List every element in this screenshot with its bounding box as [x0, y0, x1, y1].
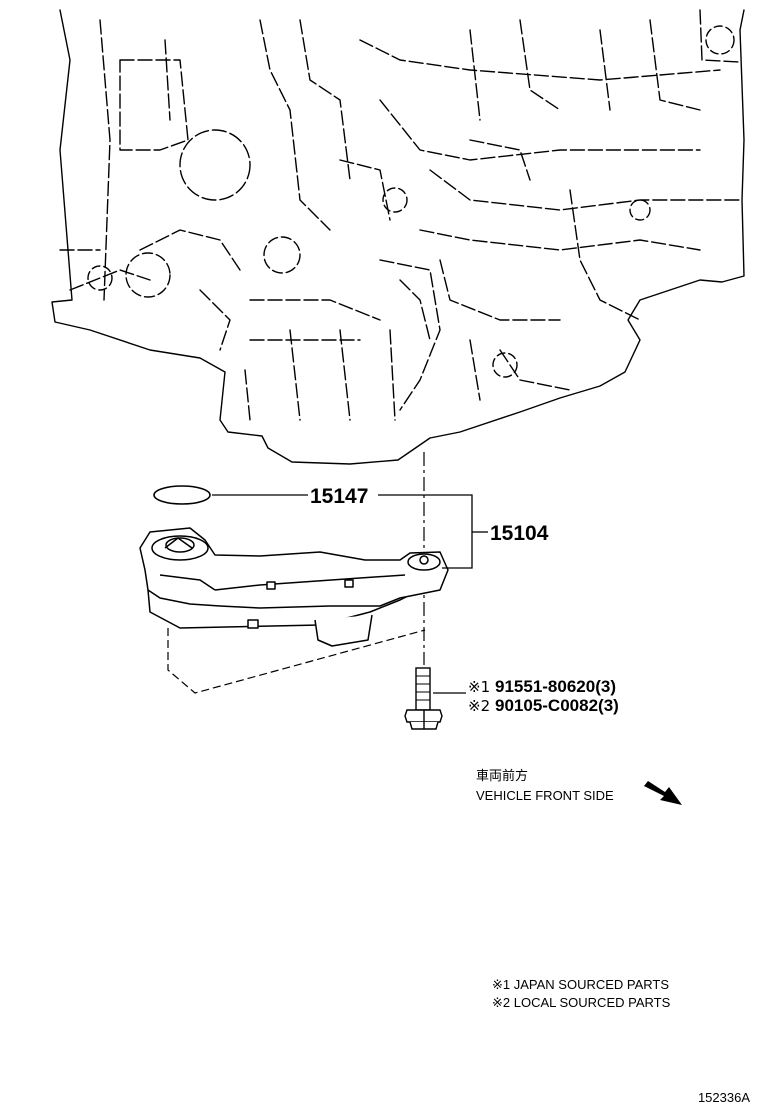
bolt-mark-1: ※1: [468, 678, 490, 696]
note-japan-sourced: ※1 JAPAN SOURCED PARTS: [492, 977, 669, 992]
front-direction-label-jp: 車両前方: [476, 768, 528, 783]
o-ring-part: [153, 485, 211, 505]
engine-block-illustration: [51, 9, 745, 465]
oil-strainer-part: [139, 527, 449, 694]
bolt-part-number-1: 91551-80620(3): [495, 677, 616, 696]
bolt-mark-2: ※2: [468, 697, 490, 715]
note-local-sourced: ※2 LOCAL SOURCED PARTS: [492, 995, 671, 1010]
part-number-strainer-assy: 15104: [490, 522, 549, 545]
bolt-part: [404, 667, 443, 730]
leader-lines: [212, 494, 488, 694]
front-direction-arrow-icon: [644, 781, 682, 805]
part-number-o-ring: 15147: [310, 485, 368, 508]
illustration-id: 152336A: [698, 1090, 750, 1105]
front-direction-label-en: VEHICLE FRONT SIDE: [476, 788, 614, 803]
bolt-part-number-2: 90105-C0082(3): [495, 696, 619, 715]
